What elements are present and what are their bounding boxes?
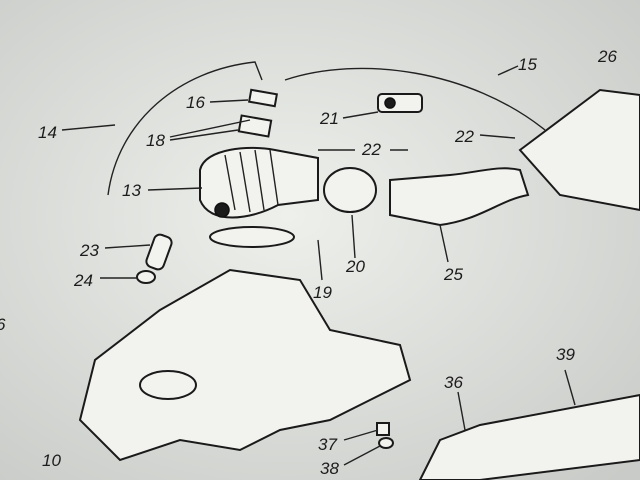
part-23-tube: [145, 233, 173, 271]
label-14: 14: [38, 123, 57, 142]
leader-lines: [61, 65, 576, 466]
label-38: 38: [320, 459, 339, 478]
label-36: 36: [444, 373, 463, 392]
label-15: 15: [518, 55, 537, 74]
part-24-cap: [136, 270, 156, 284]
label-22-center: 22: [361, 140, 381, 159]
label-13: 13: [122, 181, 141, 200]
cable-15: [284, 67, 546, 131]
part-20-sleeve: [323, 167, 377, 213]
part-26-air-filter: [518, 88, 640, 212]
part-25-hose: [389, 167, 530, 227]
label-21: 21: [319, 109, 339, 128]
label-16: 16: [186, 93, 205, 112]
label-26: 26: [597, 47, 617, 66]
label-39: 39: [556, 345, 575, 364]
label-6-partial: 6: [0, 315, 6, 334]
label-19: 19: [313, 283, 332, 302]
part-39-pipe: [418, 393, 640, 480]
label-37: 37: [318, 435, 337, 454]
part-37-nut: [376, 422, 390, 436]
carburetor-float-bowl: [139, 370, 197, 400]
label-18: 18: [146, 131, 165, 150]
label-20: 20: [345, 257, 365, 276]
cable-14: [107, 61, 263, 196]
part-21-clamp: [377, 93, 423, 113]
label-23: 23: [79, 241, 99, 260]
carburetor-body: [78, 268, 412, 462]
label-25: 25: [443, 265, 463, 284]
label-22-right: 22: [454, 127, 474, 146]
part-19-clamp-ring: [209, 226, 295, 248]
part-13-intake-boot: [199, 146, 319, 219]
label-24: 24: [73, 271, 93, 290]
part-38-washer: [378, 437, 394, 449]
label-10: 10: [42, 451, 61, 470]
